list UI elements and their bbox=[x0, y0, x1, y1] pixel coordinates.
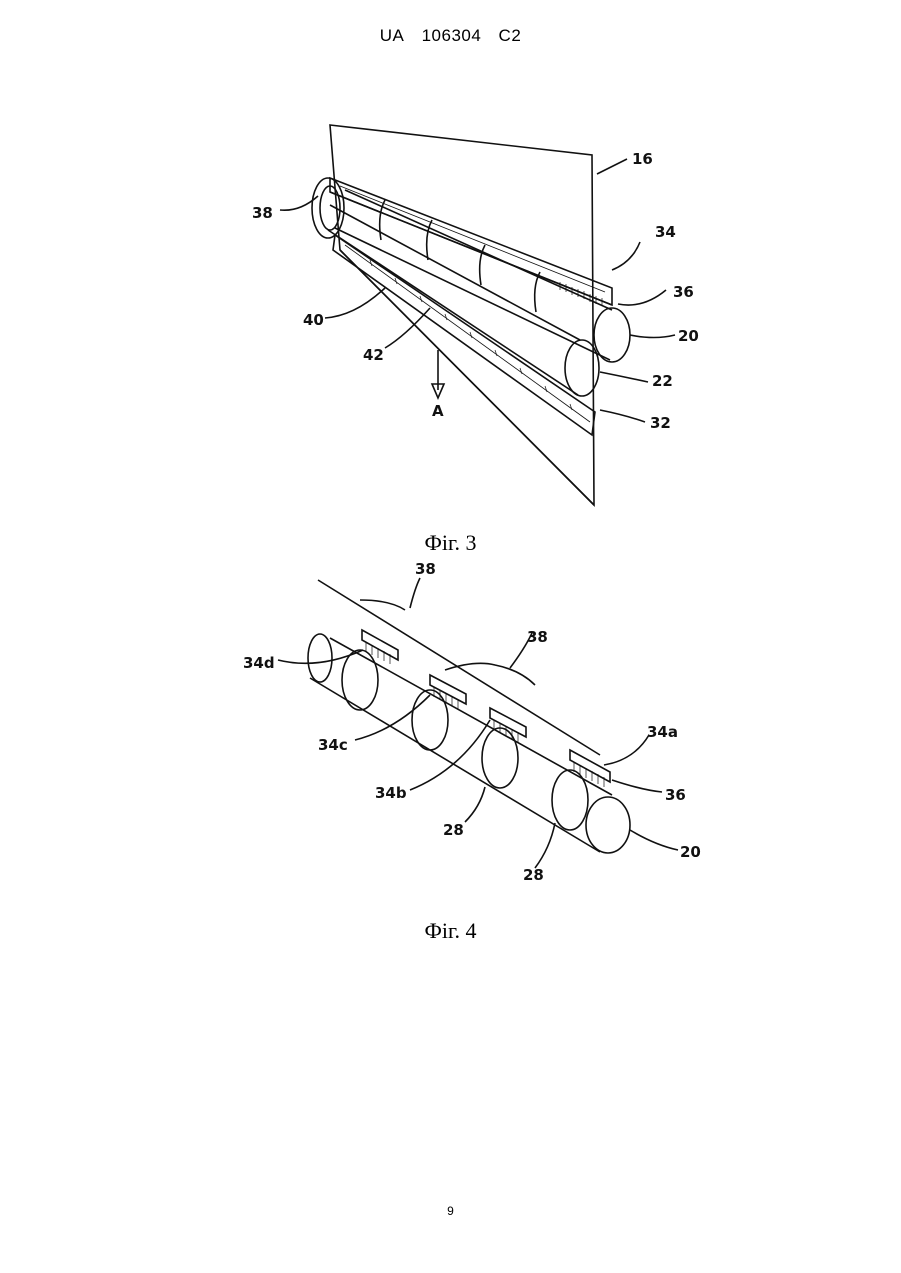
header-country: UA bbox=[380, 26, 405, 45]
leader-34c bbox=[355, 695, 430, 740]
band-28 bbox=[482, 728, 518, 788]
leader-32 bbox=[600, 410, 645, 422]
patent-header: UA 106304 C2 bbox=[0, 26, 901, 46]
screen-plane-16 bbox=[330, 125, 594, 505]
header-kind: C2 bbox=[499, 26, 522, 45]
band bbox=[412, 690, 448, 750]
brace-38-right bbox=[445, 663, 535, 685]
label-a: A bbox=[432, 402, 444, 420]
leader-28a bbox=[465, 787, 485, 822]
roller-20-top bbox=[345, 190, 612, 310]
upper-bar-edge bbox=[330, 192, 612, 305]
label-34c: 34c bbox=[318, 736, 348, 754]
screen-edge bbox=[340, 250, 594, 505]
leader-20 bbox=[630, 830, 678, 850]
label-38-a: 38 bbox=[415, 560, 436, 578]
leader-36 bbox=[618, 290, 666, 305]
figure-4-drawing: 38 38 34d 34c 34b 34a 36 20 28 28 bbox=[0, 560, 901, 900]
brace-38-left bbox=[360, 600, 405, 610]
roller-top bbox=[330, 638, 612, 795]
leader-28b bbox=[535, 823, 555, 868]
header-number: 106304 bbox=[422, 26, 482, 45]
label-38-b: 38 bbox=[527, 628, 548, 646]
label-36: 36 bbox=[665, 786, 686, 804]
leader-40 bbox=[325, 288, 385, 318]
upper-bar-34 bbox=[330, 178, 612, 305]
screen-edge bbox=[318, 580, 600, 755]
roller-20-end bbox=[594, 308, 630, 362]
figure-3-svg: 16 38 34 36 20 22 32 40 42 A bbox=[0, 110, 901, 520]
figure-4-svg: 38 38 34d 34c 34b 34a 36 20 28 28 bbox=[0, 560, 901, 900]
leader-38a bbox=[410, 578, 420, 608]
label-36: 36 bbox=[673, 283, 694, 301]
leader-16 bbox=[597, 159, 627, 174]
label-40: 40 bbox=[303, 311, 324, 329]
label-28-a: 28 bbox=[443, 821, 464, 839]
leader-34 bbox=[612, 242, 640, 270]
leader-36 bbox=[612, 780, 662, 792]
figure-3-caption: Фіг. 3 bbox=[0, 530, 901, 556]
label-34a: 34a bbox=[647, 723, 678, 741]
brush-34a bbox=[570, 750, 610, 787]
label-42: 42 bbox=[363, 346, 384, 364]
label-20: 20 bbox=[678, 327, 699, 345]
leader-34a bbox=[604, 735, 649, 765]
label-28-b: 28 bbox=[523, 866, 544, 884]
label-38: 38 bbox=[252, 204, 273, 222]
roller-band bbox=[427, 220, 432, 260]
figure-4-caption: Фіг. 4 bbox=[0, 918, 901, 944]
roller-20-end bbox=[586, 797, 630, 853]
leader-20 bbox=[630, 335, 675, 338]
leader-34d bbox=[278, 650, 363, 663]
page-number: 9 bbox=[0, 1204, 901, 1218]
band bbox=[342, 650, 378, 710]
label-22: 22 bbox=[652, 372, 673, 390]
label-34: 34 bbox=[655, 223, 676, 241]
roller-22-top bbox=[330, 205, 580, 340]
band-28 bbox=[552, 770, 588, 830]
label-32: 32 bbox=[650, 414, 671, 432]
label-34d: 34d bbox=[243, 654, 275, 672]
label-20: 20 bbox=[680, 843, 701, 861]
leader-22 bbox=[600, 372, 648, 382]
upper-bar-inner-edge bbox=[340, 186, 605, 292]
label-16: 16 bbox=[632, 150, 653, 168]
roller-22-bottom bbox=[328, 230, 578, 395]
figure-3-drawing: 16 38 34 36 20 22 32 40 42 A bbox=[0, 110, 901, 520]
roller-left-end bbox=[308, 634, 332, 682]
label-34b: 34b bbox=[375, 784, 407, 802]
